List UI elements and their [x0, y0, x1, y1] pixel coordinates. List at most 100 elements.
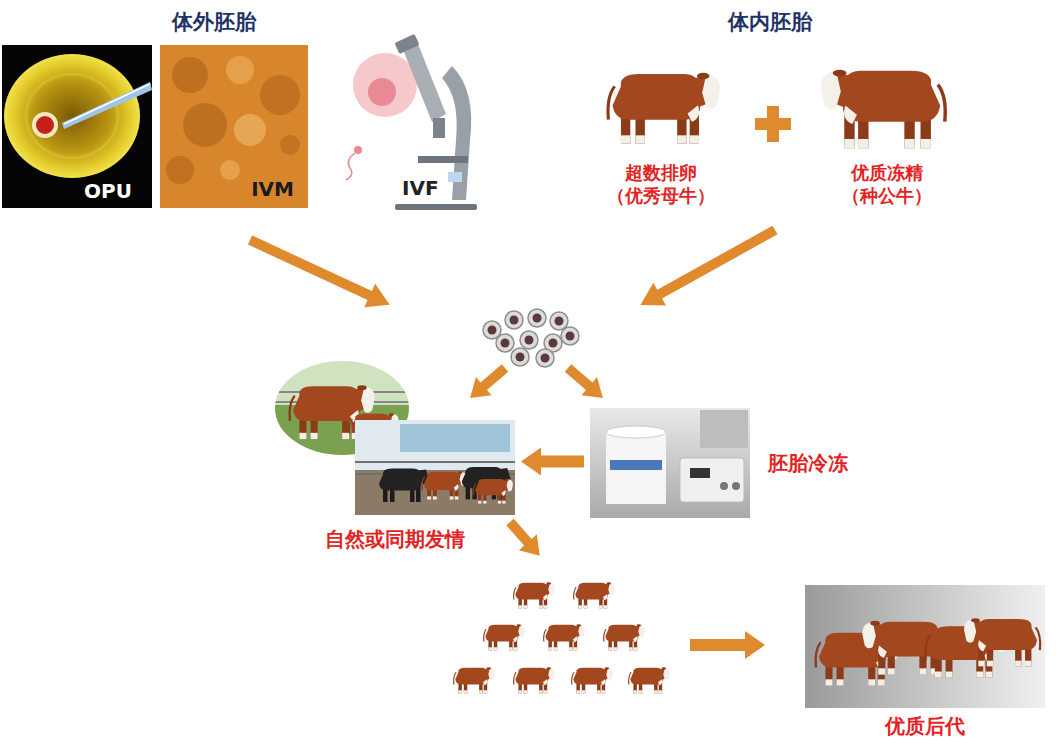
ivf-picture — [346, 34, 477, 210]
flow-arrow — [560, 359, 611, 407]
ivf-picture — [442, 66, 471, 200]
plus-sign — [755, 106, 791, 142]
flow-arrow — [521, 448, 584, 476]
ivm-picture — [172, 57, 208, 93]
opu-picture — [4, 54, 140, 178]
embryo-cluster — [496, 334, 514, 352]
ivf-picture — [346, 153, 355, 180]
cow-picture — [608, 73, 720, 144]
embryo-core — [555, 317, 564, 326]
ivm-picture — [234, 114, 266, 146]
recipient-photo — [355, 461, 515, 463]
embryo-core — [525, 336, 534, 345]
flow-arrow — [501, 514, 549, 564]
freezing-photo — [606, 426, 666, 438]
ivm-picture — [160, 45, 308, 208]
ivm-picture — [226, 56, 254, 84]
flow-arrow — [634, 219, 781, 317]
opu-picture — [32, 112, 58, 138]
cow-herd — [454, 667, 495, 693]
recipient-photo — [355, 420, 515, 515]
freezing-photo — [700, 410, 748, 448]
ivf-picture — [353, 53, 417, 117]
embryo-core — [516, 353, 525, 362]
recipient-photo — [400, 424, 510, 452]
cow-herd — [514, 667, 555, 693]
freezing-photo — [720, 482, 728, 490]
offspring-photo — [805, 585, 1045, 708]
opu-picture — [2, 45, 152, 208]
cow-picture — [608, 73, 720, 144]
offspring-photo — [805, 585, 1045, 708]
cow-herd — [572, 667, 613, 693]
opu-picture — [36, 116, 54, 134]
embryo-cluster — [550, 312, 568, 330]
picture-panel: 超数排卵 （优秀母牛） — [598, 52, 723, 152]
flow-arrow — [462, 359, 513, 407]
offspring-photo — [964, 618, 1040, 666]
ivm-picture — [220, 160, 240, 180]
embryo-cluster — [483, 309, 579, 367]
opu-picture — [2, 45, 152, 208]
opu-picture — [26, 74, 118, 158]
embryo-cluster — [505, 311, 523, 329]
flow-arrow — [501, 514, 549, 564]
recipient-photo — [474, 479, 513, 504]
ivm-picture — [280, 135, 300, 155]
ivm-picture — [160, 45, 308, 208]
freezing-photo — [606, 432, 666, 504]
ivf-picture — [448, 172, 462, 182]
panel-label: IVM — [251, 177, 294, 202]
flow-arrow — [245, 228, 396, 316]
cow-herd — [514, 582, 555, 608]
flow-arrow — [462, 359, 513, 407]
picture-panel: 自然或同期发情 — [275, 360, 515, 515]
ivm-picture — [166, 156, 194, 184]
embryo-core — [549, 339, 558, 348]
embryo-cluster — [511, 348, 529, 366]
flow-arrow — [245, 228, 396, 316]
flow-arrow — [245, 219, 782, 659]
ivf-picture — [418, 156, 468, 163]
flow-arrow — [690, 631, 765, 659]
cow-herd — [484, 624, 525, 650]
ivf-picture — [433, 118, 445, 138]
freezing-photo — [690, 468, 710, 478]
ivf-picture — [354, 146, 362, 154]
recipient-photo — [422, 471, 467, 499]
freezing-photo — [590, 408, 750, 518]
panel-label: 超数排卵 （优秀母牛） — [598, 162, 724, 207]
freezing-photo — [680, 458, 744, 502]
picture-panel: 优质后代 — [805, 585, 1045, 708]
cow-herd — [544, 624, 585, 650]
panel-label: OPU — [84, 179, 132, 204]
opu-picture — [64, 84, 150, 124]
freezing-photo — [590, 408, 750, 518]
recipient-photo — [355, 420, 515, 515]
cow-herd — [454, 582, 670, 693]
picture-panel: 胚胎冷冻 — [590, 408, 750, 518]
section-heading: 体外胚胎 — [172, 8, 256, 36]
embryo-core — [566, 332, 575, 341]
flow-arrow — [560, 359, 611, 407]
bull-picture — [821, 70, 945, 149]
ivm-picture — [183, 103, 227, 147]
plus-sign — [767, 106, 779, 142]
picture-panel: 优质冻精 （种公牛） — [812, 52, 962, 152]
panel-label: 自然或同期发情 — [325, 527, 465, 552]
opu-picture — [62, 82, 152, 129]
embryo-cluster — [561, 327, 579, 345]
embryo-core — [533, 314, 542, 323]
flow-arrow — [690, 631, 765, 659]
cow-herd — [629, 667, 670, 693]
embryo-core — [488, 314, 575, 363]
ivf-picture — [394, 34, 419, 54]
panel-label: 优质后代 — [885, 714, 965, 739]
cow-herd — [574, 582, 615, 608]
picture-panel: OPU — [2, 45, 152, 208]
ivf-picture — [404, 44, 446, 122]
embryo-core — [488, 326, 497, 335]
panel-label: IVF — [402, 176, 439, 201]
